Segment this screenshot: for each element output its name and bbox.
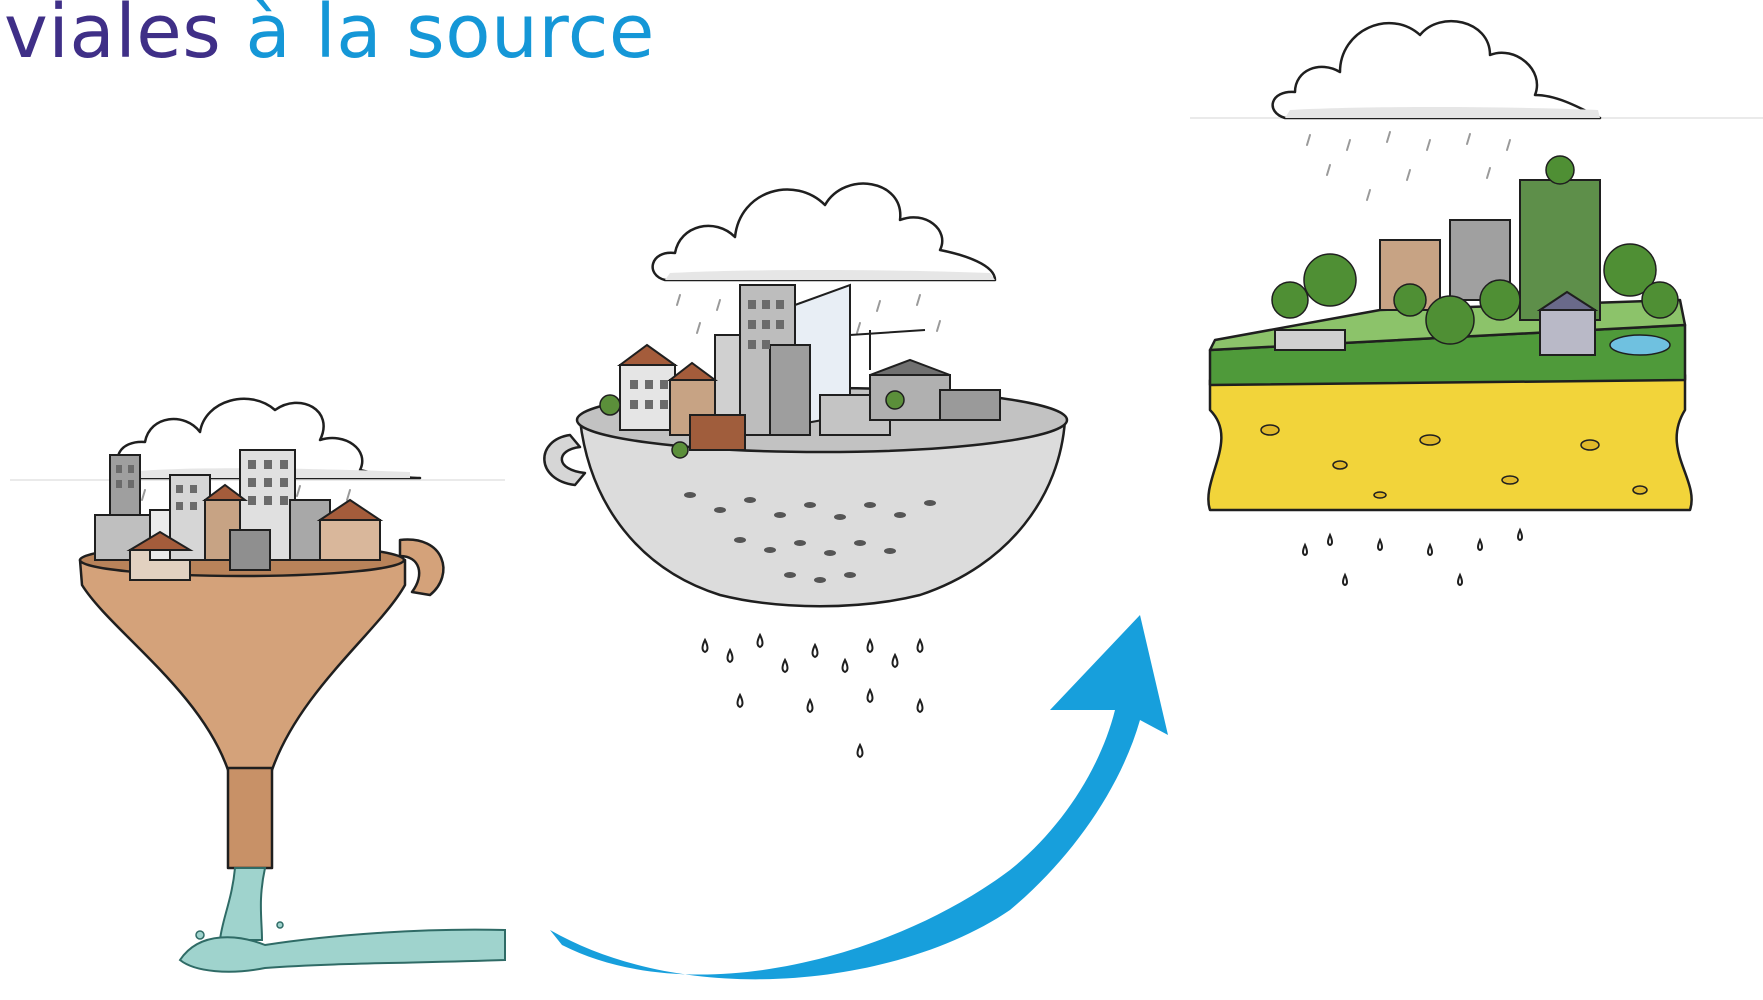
title-part-1: viales	[4, 0, 222, 75]
cloud-icon	[651, 182, 997, 282]
water-icon	[178, 867, 506, 973]
rain-icon	[1306, 131, 1511, 201]
buildings-icon	[1274, 179, 1601, 356]
colander-city-icon	[543, 182, 1069, 759]
cloud-icon	[1271, 19, 1602, 120]
colander-holes	[684, 492, 936, 583]
buildings-icon	[616, 283, 1001, 451]
curved-arrow-icon	[550, 615, 1168, 980]
buildings-icon	[94, 449, 384, 581]
water-drops	[1302, 527, 1523, 587]
title-part-2: à la source	[245, 0, 655, 75]
slide-title: viales à la source	[4, 0, 655, 73]
water-drops	[701, 632, 924, 759]
sponge-city-icon	[1207, 19, 1693, 587]
funnel-city-icon	[78, 397, 506, 973]
